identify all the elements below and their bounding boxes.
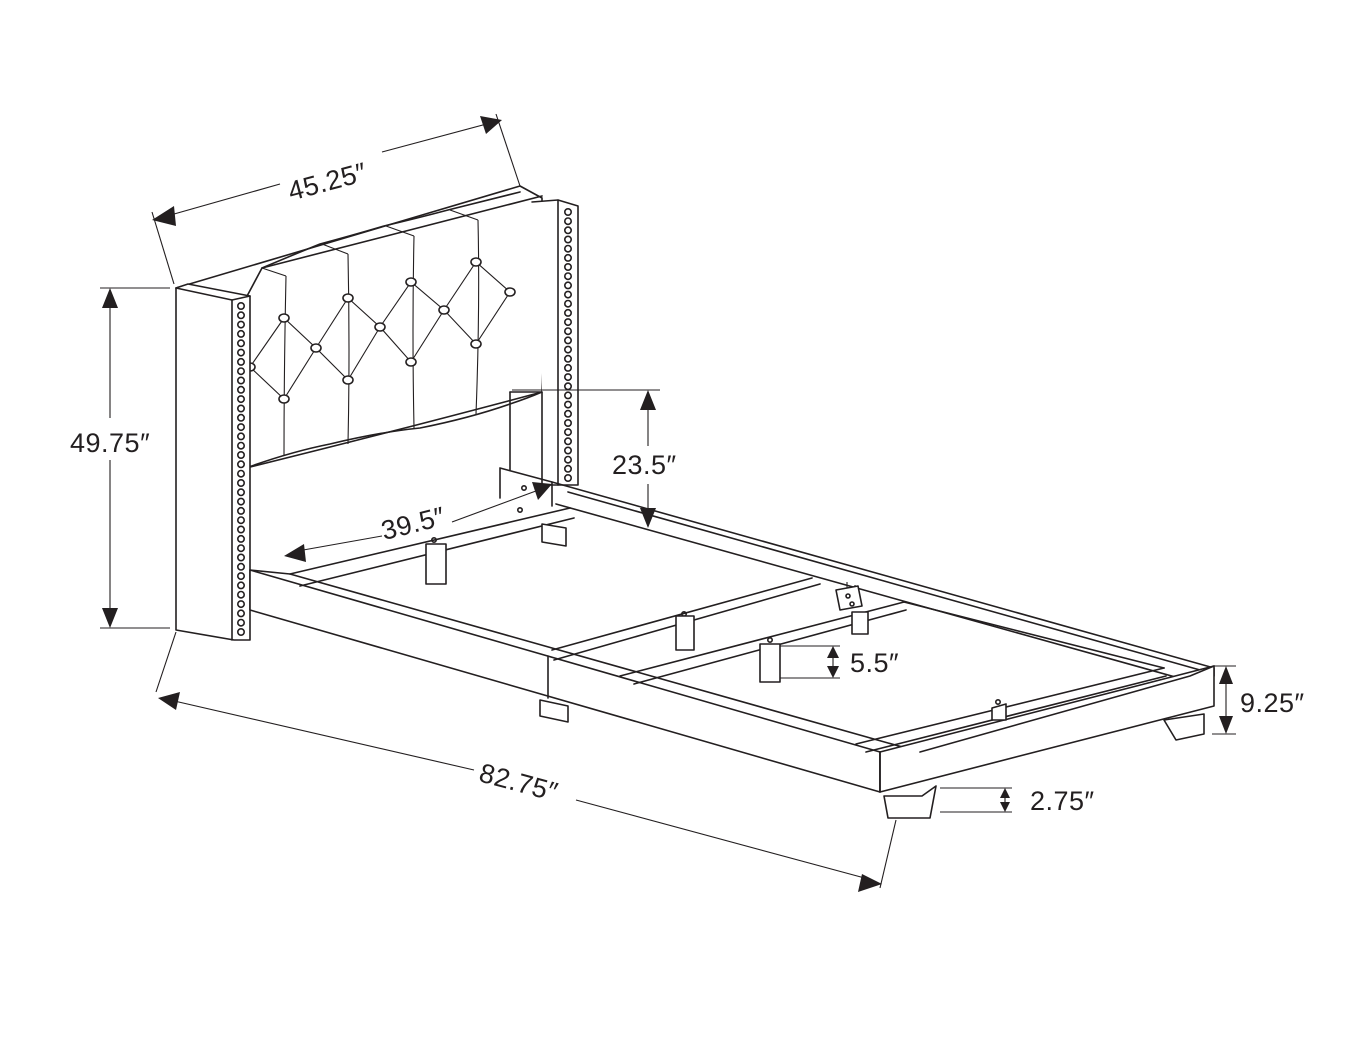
dim-total-height: 49.75″ — [70, 428, 150, 458]
nailhead-stud-icon — [237, 478, 246, 487]
nailhead-stud-icon — [237, 516, 246, 525]
nailhead-stud-icon — [563, 345, 572, 354]
nailhead-stud-icon — [237, 376, 246, 385]
nailhead-stud-icon — [563, 226, 572, 235]
nailhead-trim-right — [563, 208, 572, 482]
dim-slat-clearance: 5.5″ — [850, 648, 899, 678]
dimension-lines — [100, 113, 1236, 892]
nailhead-stud-icon — [563, 336, 572, 345]
nailhead-stud-icon — [237, 348, 246, 357]
nailhead-stud-icon — [237, 432, 246, 441]
nailhead-stud-icon — [237, 329, 246, 338]
nailhead-stud-icon — [563, 262, 572, 271]
nailhead-stud-icon — [237, 301, 246, 310]
nailhead-stud-icon — [237, 618, 246, 627]
nailhead-stud-icon — [237, 590, 246, 599]
nailhead-stud-icon — [237, 413, 246, 422]
nailhead-stud-icon — [237, 506, 246, 515]
nailhead-stud-icon — [563, 464, 572, 473]
nailhead-stud-icon — [237, 469, 246, 478]
nailhead-stud-icon — [237, 525, 246, 534]
nailhead-stud-icon — [237, 423, 246, 432]
nailhead-stud-icon — [237, 497, 246, 506]
nailhead-stud-icon — [563, 373, 572, 382]
nailhead-stud-icon — [237, 404, 246, 413]
nailhead-stud-icon — [563, 244, 572, 253]
nailhead-stud-icon — [563, 437, 572, 446]
nailhead-stud-icon — [563, 391, 572, 400]
nailhead-stud-icon — [237, 339, 246, 348]
nailhead-stud-icon — [563, 272, 572, 281]
nailhead-stud-icon — [563, 400, 572, 409]
nailhead-stud-icon — [563, 363, 572, 372]
dim-headboard-width: 45.25″ — [285, 157, 370, 207]
nailhead-stud-icon — [563, 354, 572, 363]
nailhead-stud-icon — [563, 208, 572, 217]
dim-headboard-clearance: 23.5″ — [612, 450, 677, 480]
nailhead-stud-icon — [237, 450, 246, 459]
nailhead-stud-icon — [563, 473, 572, 482]
nailhead-stud-icon — [237, 357, 246, 366]
nailhead-stud-icon — [563, 290, 572, 299]
nailhead-stud-icon — [563, 299, 572, 308]
nailhead-stud-icon — [563, 253, 572, 262]
nailhead-stud-icon — [237, 367, 246, 376]
nailhead-stud-icon — [237, 311, 246, 320]
nailhead-stud-icon — [563, 409, 572, 418]
nailhead-stud-icon — [563, 382, 572, 391]
nailhead-stud-icon — [237, 385, 246, 394]
nailhead-stud-icon — [237, 395, 246, 404]
nailhead-stud-icon — [237, 534, 246, 543]
dim-frame-height: 9.25″ — [1240, 688, 1305, 718]
nailhead-stud-icon — [237, 460, 246, 469]
bed-frame — [249, 467, 1215, 819]
nailhead-stud-icon — [237, 553, 246, 562]
nailhead-stud-icon — [563, 308, 572, 317]
nailhead-stud-icon — [563, 446, 572, 455]
headboard — [175, 185, 579, 641]
nailhead-stud-icon — [237, 441, 246, 450]
nailhead-stud-icon — [237, 627, 246, 636]
dim-leg-height: 2.75″ — [1030, 786, 1095, 816]
nailhead-trim-left — [237, 301, 246, 636]
nailhead-stud-icon — [237, 544, 246, 553]
nailhead-stud-icon — [237, 572, 246, 581]
nailhead-stud-icon — [237, 609, 246, 618]
nailhead-stud-icon — [563, 455, 572, 464]
nailhead-stud-icon — [563, 235, 572, 244]
dim-total-length: 82.75″ — [476, 758, 561, 808]
nailhead-stud-icon — [237, 488, 246, 497]
nailhead-stud-icon — [237, 320, 246, 329]
nailhead-stud-icon — [563, 418, 572, 427]
nailhead-stud-icon — [563, 318, 572, 327]
nailhead-stud-icon — [237, 581, 246, 590]
nailhead-stud-icon — [563, 217, 572, 226]
nailhead-stud-icon — [237, 562, 246, 571]
nailhead-stud-icon — [237, 600, 246, 609]
nailhead-stud-icon — [563, 281, 572, 290]
nailhead-stud-icon — [563, 428, 572, 437]
nailhead-stud-icon — [563, 327, 572, 336]
